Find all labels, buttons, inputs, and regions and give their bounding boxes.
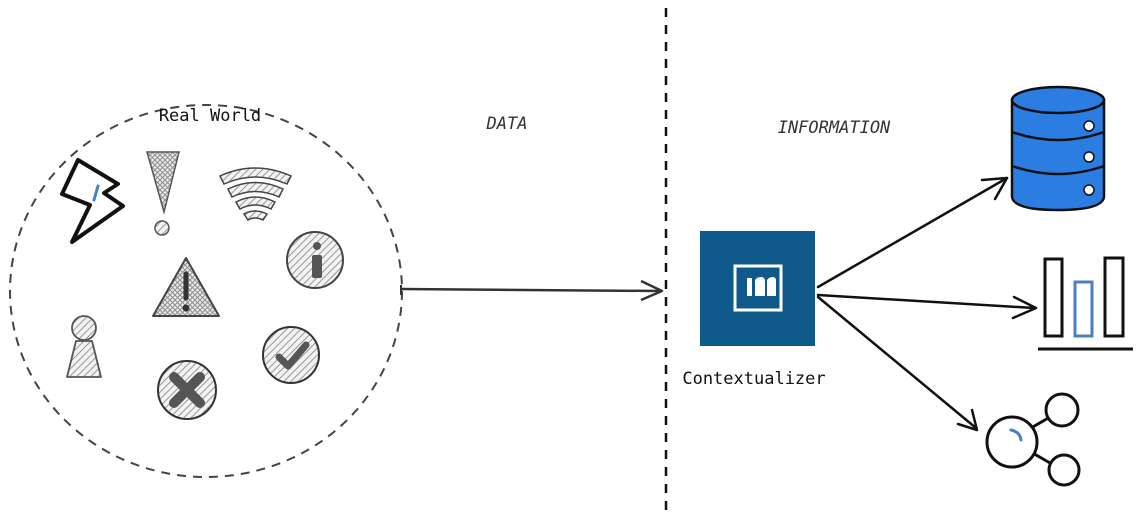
database-icon: [1010, 85, 1106, 212]
warning-triangle-icon: [152, 257, 220, 317]
information-label: INFORMATION: [778, 118, 891, 138]
output-arrows: [816, 176, 1038, 432]
arrow-to-database: [816, 176, 1009, 289]
chart-bar-2: [1073, 280, 1094, 338]
arrow-to-graph: [816, 295, 978, 430]
chart-bar-1: [1043, 257, 1064, 338]
person-icon: [66, 315, 102, 378]
info-icon: [286, 231, 344, 289]
exclamation-icon: [146, 151, 180, 236]
chart-bar-3: [1103, 256, 1125, 338]
arrow-to-chart: [816, 293, 1036, 310]
real-world-boundary: [9, 104, 403, 478]
real-world-label: Real World: [159, 106, 261, 126]
contextualizer-node: [700, 231, 815, 346]
bar-chart-icon: [1038, 256, 1133, 351]
graph-network-icon: [985, 392, 1081, 487]
data-flow-arrow: [400, 279, 664, 302]
lightning-bolt-icon: [60, 158, 125, 244]
error-x-icon: [157, 360, 217, 420]
data-label: DATA: [486, 114, 528, 134]
check-icon: [262, 326, 320, 384]
signal-strength-icon: [218, 167, 293, 221]
contextualizer-label: Contextualizer: [682, 369, 825, 389]
